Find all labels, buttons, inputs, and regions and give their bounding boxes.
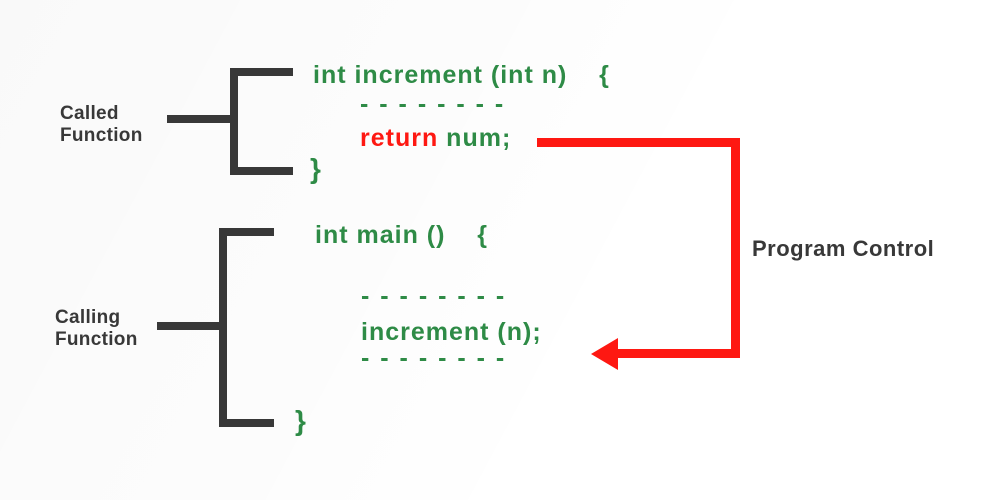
main-function-signature: int main () { — [315, 221, 488, 249]
control-arrow-top-segment — [537, 138, 740, 147]
calling-function-label-line2: Function — [55, 329, 138, 350]
calling-bracket-connector-line — [157, 322, 223, 330]
called-bracket-connector-line — [167, 115, 234, 123]
return-statement: return num; — [360, 123, 511, 153]
calling-function-label-line1: Calling — [55, 307, 121, 328]
calling-bracket-vertical-line — [219, 228, 227, 427]
called-bracket-vertical-line — [230, 68, 238, 175]
increment-call-statement: increment (n); — [361, 318, 542, 346]
increment-closing-brace: } — [310, 153, 322, 184]
called-function-label-line1: Called — [60, 103, 119, 124]
return-keyword: return — [360, 124, 439, 152]
called-function-label: Called Function — [60, 103, 143, 147]
main-body-dashes-top: - - - - - - - - — [361, 282, 507, 310]
control-arrow-bottom-segment — [614, 349, 740, 358]
main-closing-brace: } — [295, 405, 307, 436]
increment-function-signature: int increment (int n) { — [313, 61, 610, 89]
control-arrow-head-icon — [591, 338, 618, 370]
called-function-label-line2: Function — [60, 125, 143, 146]
calling-function-label: Calling Function — [55, 307, 138, 351]
program-control-label: Program Control — [752, 236, 935, 261]
calling-bracket-top-arm — [219, 228, 274, 236]
return-value: num; — [438, 124, 512, 152]
calling-bracket-bottom-arm — [219, 419, 274, 427]
increment-body-dashes: - - - - - - - - — [360, 90, 506, 118]
called-bracket-top-arm — [230, 68, 293, 76]
called-bracket-bottom-arm — [230, 167, 293, 175]
main-body-dashes-bottom: - - - - - - - - — [361, 344, 507, 372]
control-arrow-vertical-segment — [731, 138, 740, 358]
